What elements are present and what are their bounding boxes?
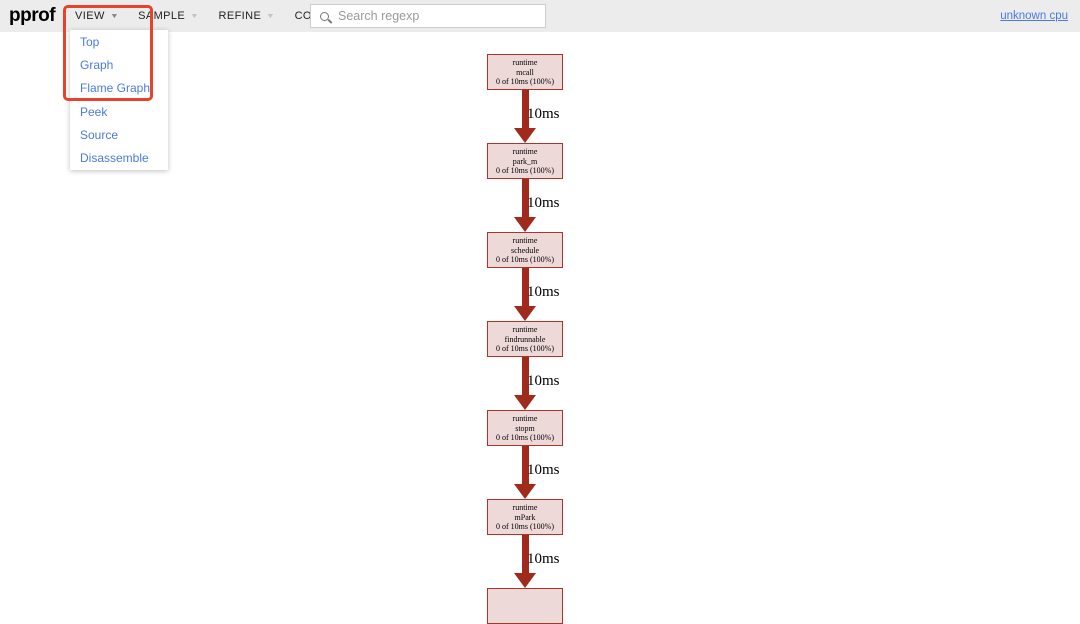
node-text-line: mPark — [514, 512, 536, 522]
node-text-line: findrunnable — [504, 334, 546, 344]
view-menu-item-peek[interactable]: Peek — [80, 104, 108, 119]
edge-line — [521, 89, 529, 129]
node-text-line: mcall — [516, 67, 534, 77]
edge-line — [521, 178, 529, 218]
node-text-line: runtime — [512, 503, 538, 512]
menu-refine[interactable]: REFINE ▼ — [208, 0, 284, 32]
edge-arrowhead-icon — [514, 395, 536, 410]
view-menu-item-source[interactable]: Source — [80, 127, 119, 142]
edge-line — [521, 534, 529, 574]
edge-line — [521, 356, 529, 396]
edge-arrowhead-icon — [514, 484, 536, 499]
menu-sample[interactable]: SAMPLE ▼ — [128, 0, 208, 32]
search-icon — [320, 11, 329, 21]
view-menu-item-graph[interactable]: Graph — [80, 57, 114, 72]
view-menu-item-flame-graph[interactable]: Flame Graph — [80, 81, 151, 96]
node-text-line: schedule — [511, 245, 539, 255]
view-menu-item-top[interactable]: Top — [80, 34, 100, 49]
node-text-line: 0 of 10ms (100%) — [496, 255, 554, 265]
node-text-line: 0 of 10ms (100%) — [496, 522, 554, 532]
edge-arrowhead-icon — [514, 573, 536, 588]
node-text-line: 0 of 10ms (100%) — [496, 344, 554, 354]
edge-label: 10ms — [527, 106, 560, 122]
node-text-line: 0 of 10ms (100%) — [496, 433, 554, 443]
search-box[interactable] — [310, 4, 546, 28]
node-text-line: runtime — [512, 58, 538, 67]
node-text-line: runtime — [512, 147, 538, 156]
chevron-down-icon: ▼ — [109, 12, 120, 20]
menu-view[interactable]: VIEW ▼ — [65, 0, 128, 32]
node-text-line: runtime — [512, 236, 538, 245]
edge-label: 10ms — [527, 373, 560, 389]
search-input[interactable] — [336, 8, 536, 24]
edge-label: 10ms — [527, 195, 560, 211]
node-text-line: stopm — [515, 423, 535, 433]
chevron-down-icon: ▼ — [190, 12, 200, 20]
edge-label: 10ms — [527, 551, 560, 567]
edge-arrowhead-icon — [514, 306, 536, 321]
node-text-line: runtime — [512, 325, 538, 334]
menu-label: SAMPLE — [138, 10, 186, 22]
chevron-down-icon: ▼ — [266, 12, 276, 20]
edge-label: 10ms — [527, 462, 560, 478]
node-text-line: 0 of 10ms (100%) — [496, 166, 554, 176]
view-menu-item-disassemble[interactable]: Disassemble — [80, 151, 149, 166]
menu-label: REFINE — [218, 10, 262, 22]
edge-arrowhead-icon — [514, 217, 536, 232]
menubar: VIEW▼SAMPLE▼REFINE▼CONFIG▼ — [65, 0, 363, 32]
node-text-line: park_m — [512, 156, 538, 166]
edge-line — [521, 445, 529, 485]
node-text-line: 0 of 10ms (100%) — [496, 77, 554, 87]
app-logo: pprof — [9, 5, 56, 26]
header: pprof VIEW▼SAMPLE▼REFINE▼CONFIG▼ unknown… — [0, 0, 1080, 32]
graph-node[interactable] — [487, 588, 563, 624]
edge-arrowhead-icon — [514, 128, 536, 143]
unknown-cpu-link[interactable]: unknown cpu — [1000, 10, 1068, 22]
node-text-line: runtime — [512, 414, 538, 423]
menu-label: VIEW — [75, 10, 105, 22]
edge-line — [521, 267, 529, 307]
edge-label: 10ms — [527, 284, 560, 300]
